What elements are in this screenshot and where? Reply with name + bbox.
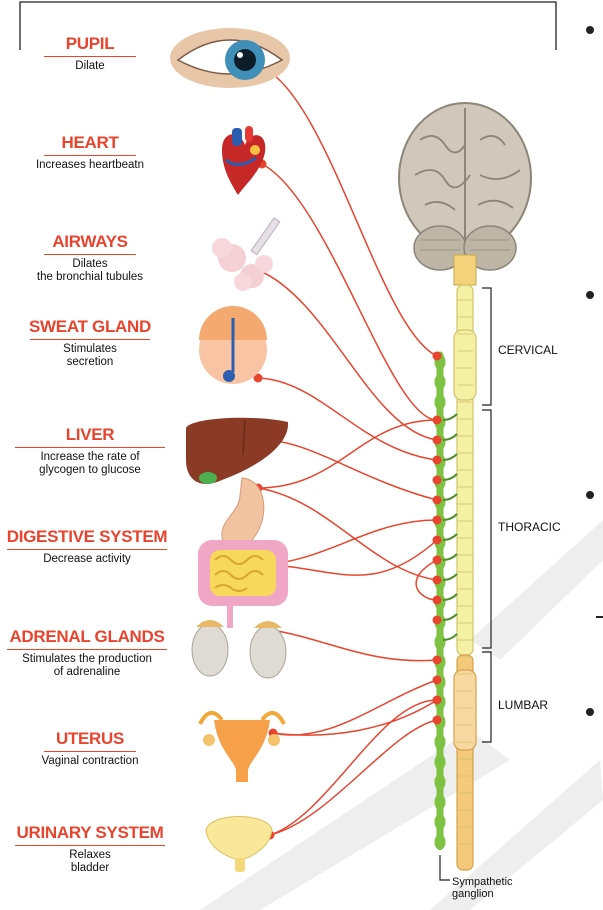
sympathetic-ganglion-label: Sympathetic ganglion xyxy=(452,876,513,900)
liver-title: LIVER xyxy=(0,426,180,444)
nerve-endpoint-dot xyxy=(433,616,442,625)
sweat-gland-label: SWEAT GLAND Stimulates secretion xyxy=(0,318,180,369)
pupil-divider xyxy=(44,56,136,57)
adrenal-illustration xyxy=(192,620,286,678)
ramus xyxy=(443,634,457,640)
uterus-divider xyxy=(44,751,136,752)
ganglion-bead xyxy=(435,634,446,650)
heart-description: Increases heartbeatn xyxy=(0,159,180,172)
eye-illustration xyxy=(170,28,290,88)
sweat-gland-title: SWEAT GLAND xyxy=(0,318,180,336)
pupil-description: Dilate xyxy=(0,60,180,73)
nerve-endpoint-dot xyxy=(433,352,442,361)
nerve-endpoint-dot xyxy=(433,416,442,425)
airways-description: Dilates the bronchial tubules xyxy=(0,258,180,284)
sweat-gland-divider xyxy=(30,339,150,340)
adrenal-title: ADRENAL GLANDS xyxy=(0,628,177,646)
nerve-endpoint-dot xyxy=(433,656,442,665)
ganglion-bead xyxy=(435,774,446,790)
edge-mark xyxy=(596,616,603,618)
pupil-title: PUPIL xyxy=(0,35,180,53)
digestive-description: Decrease activity xyxy=(0,553,177,566)
sweat-gland-description: Stimulates secretion xyxy=(0,343,180,369)
ganglion-bead xyxy=(435,754,446,770)
sweat-gland-illustration xyxy=(199,306,267,384)
ganglion-bead xyxy=(435,814,446,830)
adrenal-divider xyxy=(7,649,167,650)
nerve-endpoint-dot xyxy=(433,676,442,685)
digestive-illustration xyxy=(198,478,288,628)
ramus xyxy=(443,454,457,460)
liver-label: LIVER Increase the rate of glycogen to g… xyxy=(0,426,180,477)
heart-label: HEART Increases heartbeatn xyxy=(0,134,180,172)
nerve-endpoint-dot xyxy=(433,696,442,705)
ganglion-bead xyxy=(435,374,446,390)
ganglion-bead xyxy=(435,794,446,810)
ramus xyxy=(443,574,457,580)
ramus xyxy=(443,414,457,420)
nerve-endpoint-dot xyxy=(433,536,442,545)
heart-title: HEART xyxy=(0,134,180,152)
brain xyxy=(399,103,531,270)
heart-illustration xyxy=(222,126,265,195)
uterus-title: UTERUS xyxy=(0,730,180,748)
liver-divider xyxy=(15,447,165,448)
ganglion-bead xyxy=(435,734,446,750)
ramus xyxy=(443,514,457,520)
ramus xyxy=(443,474,457,480)
ganglion-bead xyxy=(435,834,446,850)
nerve-endpoint-dot xyxy=(433,516,442,525)
liver-illustration xyxy=(186,418,288,484)
uterus-illustration xyxy=(200,713,284,782)
pupil-label: PUPIL Dilate xyxy=(0,35,180,73)
spinal-cord xyxy=(454,255,476,870)
digestive-title: DIGESTIVE SYSTEM xyxy=(0,528,177,546)
uterus-description: Vaginal contraction xyxy=(0,755,180,768)
uterus-label: UTERUS Vaginal contraction xyxy=(0,730,180,768)
nerve-endpoint-dot xyxy=(433,556,442,565)
ramus xyxy=(443,494,457,500)
adrenal-label: ADRENAL GLANDS Stimulates the production… xyxy=(0,628,177,679)
nerve-endpoint-dot xyxy=(433,476,442,485)
nerve-endpoint-dot xyxy=(433,596,442,605)
airways-title: AIRWAYS xyxy=(0,233,180,251)
ramus xyxy=(443,614,457,620)
ramus xyxy=(443,594,457,600)
nerve-endpoint-dot xyxy=(433,496,442,505)
nerve-endpoint-dot xyxy=(433,576,442,585)
ramus xyxy=(443,554,457,560)
liver-description: Increase the rate of glycogen to glucose xyxy=(0,451,180,477)
lumbar-label: LUMBAR xyxy=(498,698,548,712)
urinary-illustration xyxy=(206,817,272,873)
nerve-endpoint-dot xyxy=(433,716,442,725)
cervical-label: CERVICAL xyxy=(498,343,558,357)
airways-label: AIRWAYS Dilates the bronchial tubules xyxy=(0,233,180,284)
ramus xyxy=(443,534,457,540)
airways-divider xyxy=(44,254,136,255)
urinary-divider xyxy=(15,845,165,846)
digestive-label: DIGESTIVE SYSTEM Decrease activity xyxy=(0,528,177,566)
chain-rami xyxy=(443,414,457,640)
heart-divider xyxy=(44,155,136,156)
ganglion-bead xyxy=(435,394,446,410)
nerve-endpoint-dot xyxy=(433,436,442,445)
airways-illustration xyxy=(212,218,280,291)
cropped-edge-text xyxy=(586,26,594,716)
nerve-endpoint-dot xyxy=(433,456,442,465)
adrenal-description: Stimulates the production of adrenaline xyxy=(0,653,177,679)
ramus xyxy=(443,434,457,440)
urinary-description: Relaxes bladder xyxy=(0,849,180,875)
digestive-divider xyxy=(7,549,167,550)
urinary-label: URINARY SYSTEM Relaxes bladder xyxy=(0,824,180,875)
thoracic-label: THORACIC xyxy=(498,520,561,534)
urinary-title: URINARY SYSTEM xyxy=(0,824,180,842)
